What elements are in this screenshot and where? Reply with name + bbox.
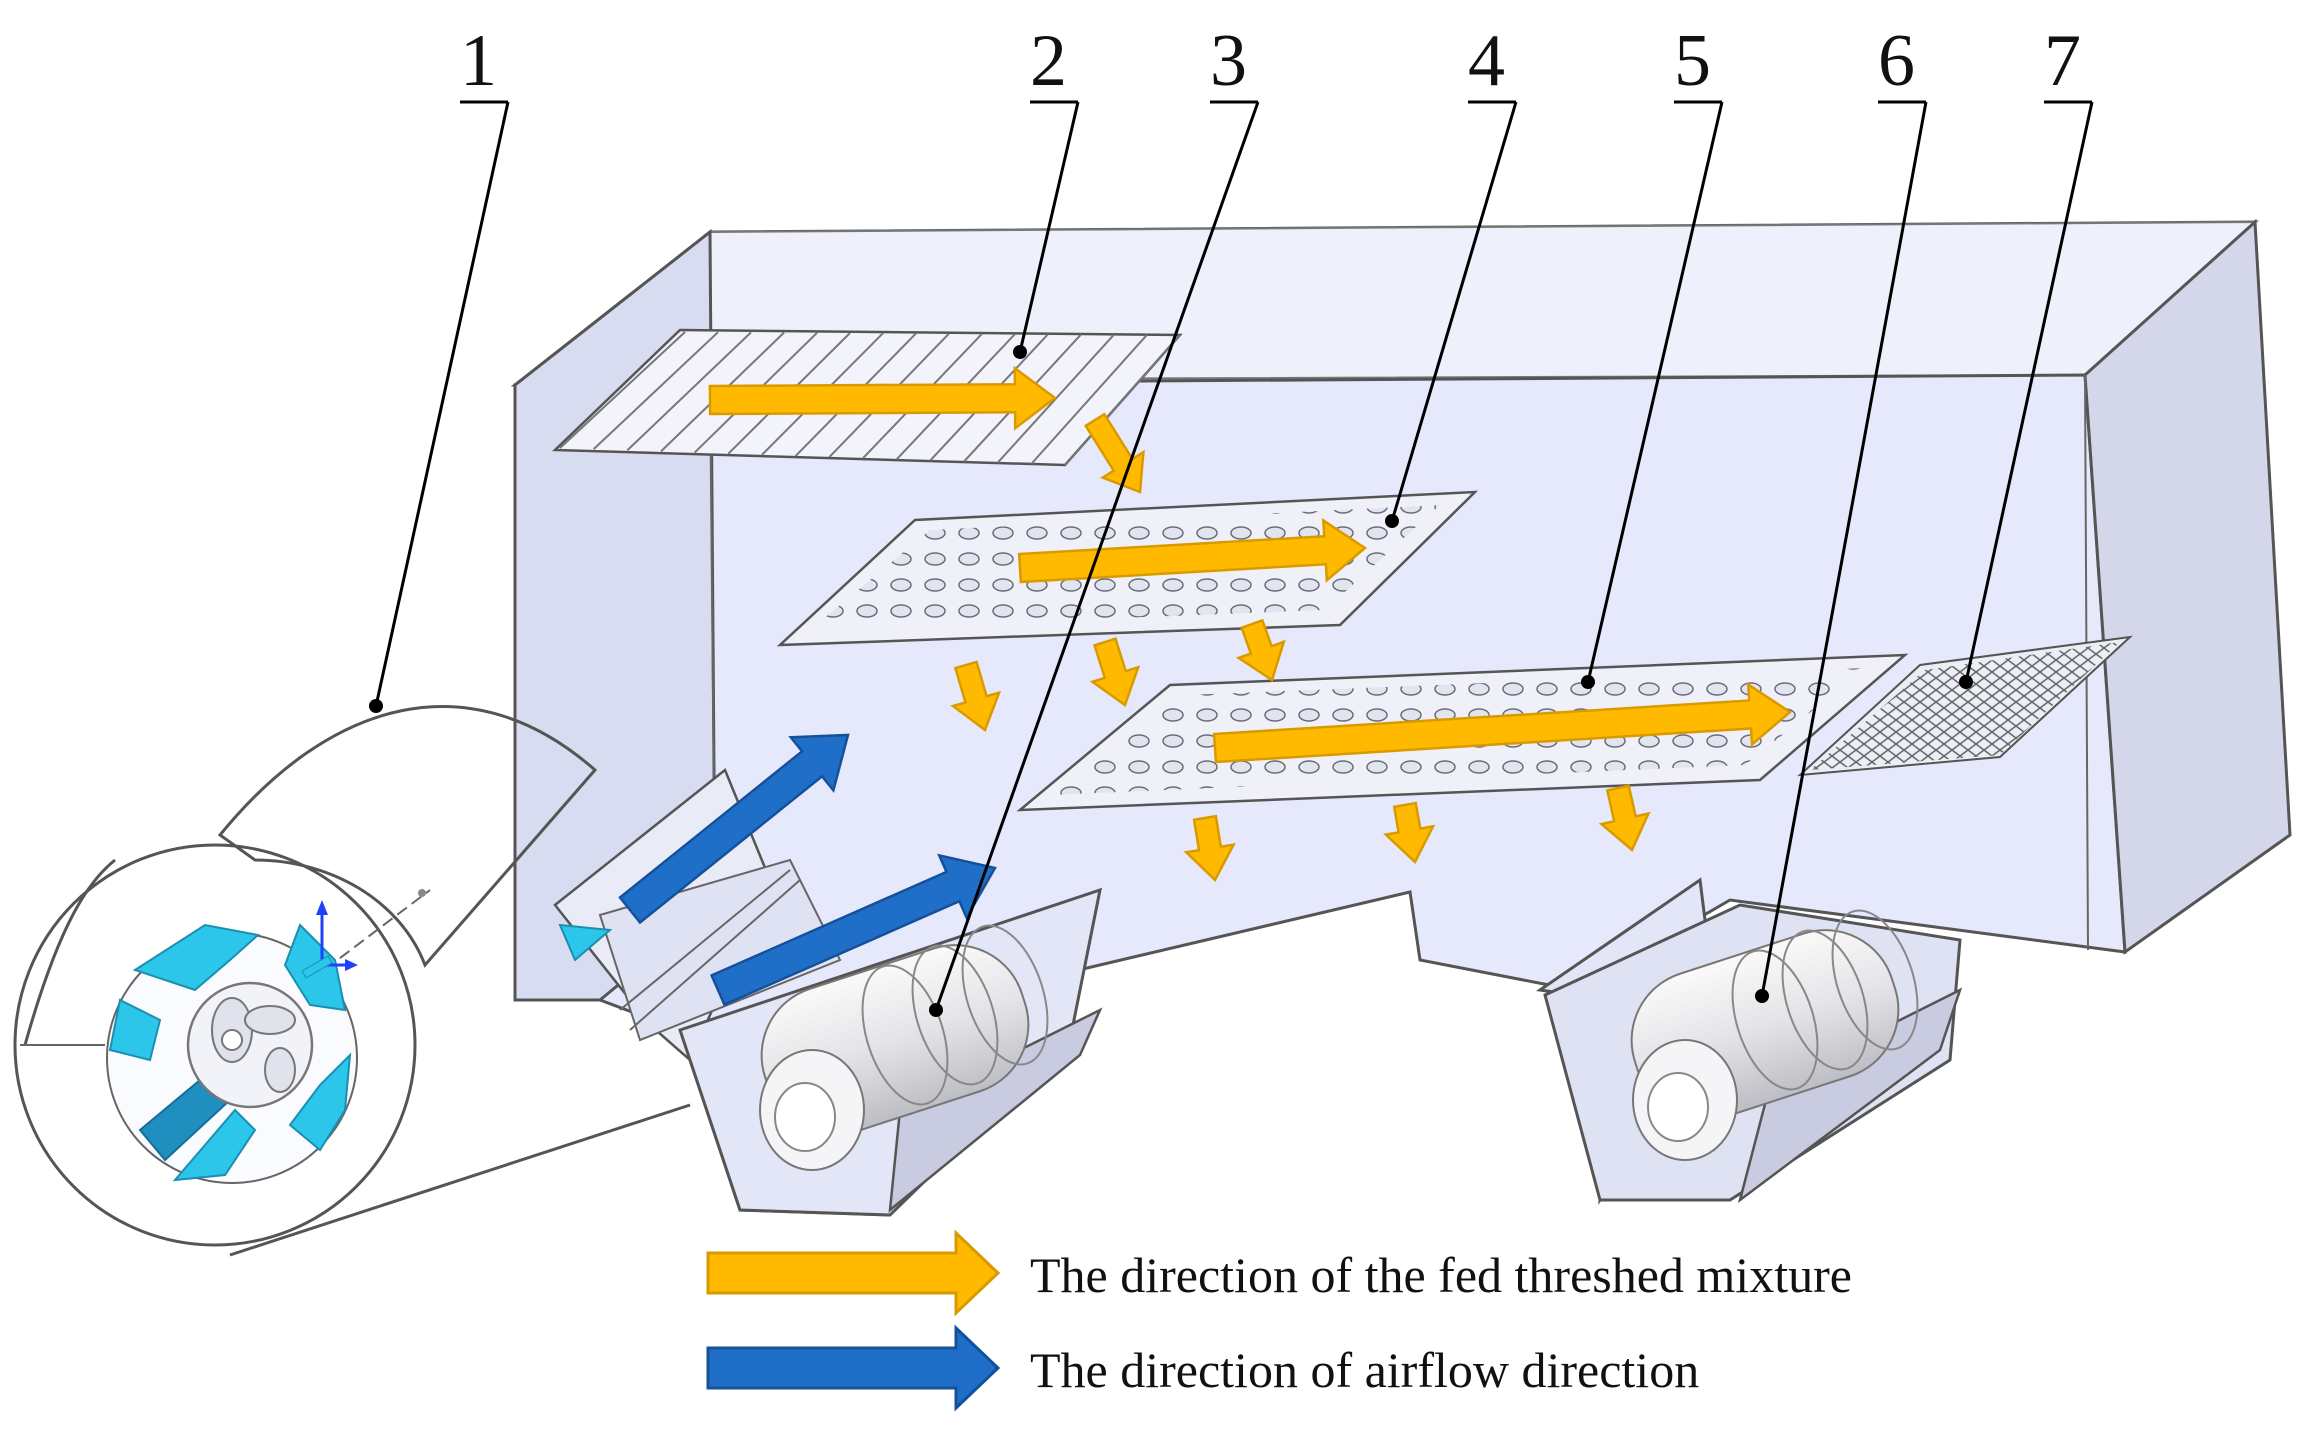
leader-line-1 xyxy=(374,101,510,707)
tail-mesh-sieve xyxy=(1797,635,2134,777)
mixture-fall-arrow xyxy=(1235,618,1286,682)
mixture-arrow xyxy=(708,365,1058,431)
mixture-fall-arrow xyxy=(1383,801,1436,865)
leader-line-3 xyxy=(934,101,1260,1011)
fan-blade xyxy=(108,998,162,1062)
louver-slat xyxy=(559,331,686,449)
legend-airflow-arrow-icon xyxy=(706,1324,1001,1412)
mixture-fall-arrow xyxy=(1089,637,1141,707)
mixture-fall-arrow xyxy=(1183,814,1236,883)
leader-dot-2 xyxy=(1013,345,1027,359)
part-label-6: 6 xyxy=(1878,20,1915,102)
leader-line-7 xyxy=(1964,101,2094,683)
legend: The direction of the fed threshed mixtur… xyxy=(706,1229,1852,1412)
airflow-arrow xyxy=(709,853,997,1007)
mixture-arrow xyxy=(1017,517,1368,584)
grain-auger xyxy=(759,924,1049,1171)
part-label-5: 5 xyxy=(1674,20,1711,102)
part-label-3: 3 xyxy=(1210,20,1247,102)
leader-dot-5 xyxy=(1581,675,1595,689)
part-label-1: 1 xyxy=(460,20,497,102)
mixture-fall-arrow xyxy=(1083,412,1145,494)
leader-dot-3 xyxy=(929,1003,943,1017)
part-label-2: 2 xyxy=(1030,20,1067,102)
fan xyxy=(13,704,691,1257)
mixture-arrow xyxy=(1212,682,1793,764)
part-label-7: 7 xyxy=(2044,20,2081,102)
louver-slat xyxy=(1030,334,1148,465)
tailings-auger xyxy=(1630,909,1919,1161)
mixture-flow-arrows xyxy=(708,365,1793,883)
legend-mixture-label: The direction of the fed threshed mixtur… xyxy=(1030,1247,1852,1303)
leader-line-4 xyxy=(1390,101,1518,522)
airflow-arrows xyxy=(618,733,997,1007)
leader-line-2 xyxy=(1018,101,1080,353)
legend-airflow-label: The direction of airflow direction xyxy=(1030,1342,1699,1398)
part-labels: 1 2 3 4 5 6 7 xyxy=(369,20,2094,1017)
part-label-4: 4 xyxy=(1468,20,1505,102)
fan-blade xyxy=(288,1052,352,1152)
fan-blade xyxy=(172,1108,257,1182)
fan-blade xyxy=(132,923,261,992)
louver-slat xyxy=(592,331,719,450)
leader-dot-1 xyxy=(369,699,383,713)
louver-slat xyxy=(626,331,752,451)
leader-line-6 xyxy=(1760,101,1928,997)
leader-dot-4 xyxy=(1385,514,1399,528)
mixture-fall-arrow xyxy=(1598,784,1651,853)
leader-line-5 xyxy=(1586,101,1724,683)
louver-slat xyxy=(1064,334,1181,466)
mixture-fall-arrow xyxy=(950,660,1002,732)
leader-dot-7 xyxy=(1959,675,1973,689)
leader-dot-6 xyxy=(1755,989,1769,1003)
legend-mixture-arrow-icon xyxy=(706,1229,1001,1317)
airflow-arrow xyxy=(618,733,850,925)
